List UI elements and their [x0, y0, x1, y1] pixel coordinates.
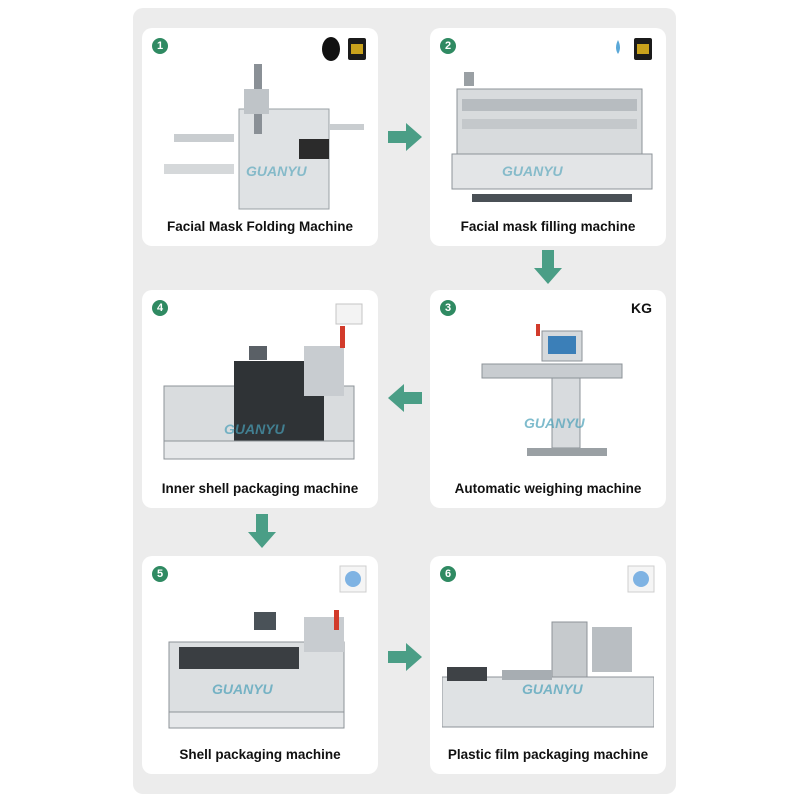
shell-packaging-machine-image: GUANYU	[168, 610, 345, 729]
brand-logo: GUANYU	[502, 163, 564, 179]
step-label: Automatic weighing machine	[454, 481, 642, 496]
step-card-6: 6 GUANYU Plastic film packaging machine	[430, 556, 666, 774]
shell-product-icon	[339, 565, 367, 593]
brand-logo: GUANYU	[524, 415, 586, 431]
mask-folding-machine-image: GUANYU	[164, 64, 364, 210]
brand-logo: GUANYU	[212, 681, 274, 697]
step-card-4: 4 GUANYU Inner shell packaging machine	[142, 290, 378, 508]
arrow-down-icon	[534, 250, 562, 284]
arrow-down-icon	[248, 514, 276, 548]
step-label: Plastic film packaging machine	[447, 747, 649, 762]
inner-shell-product-icon	[335, 303, 363, 325]
step-label: Inner shell packaging machine	[161, 481, 359, 496]
weighing-machine-image: GUANYU	[481, 324, 623, 456]
brand-logo: GUANYU	[522, 681, 584, 697]
step-number-badge: 5	[152, 566, 168, 582]
brand-logo: GUANYU	[246, 163, 308, 179]
step-number-badge: 2	[440, 38, 456, 54]
step-label: Shell packaging machine	[179, 747, 341, 762]
step-number-badge: 4	[152, 300, 168, 316]
step-number-badge: 6	[440, 566, 456, 582]
arrow-left-icon	[388, 384, 422, 412]
step-card-5: 5 GUANYU Shell packaging machine	[142, 556, 378, 774]
inner-shell-packaging-machine-image: GUANYU	[163, 326, 355, 460]
serum-product-icon	[616, 38, 652, 60]
step-card-2: 2 GUANYU Facial mask filling machine	[430, 28, 666, 246]
mask-filling-machine-image: GUANYU	[451, 72, 653, 202]
step-label: Facial mask filling machine	[460, 219, 636, 234]
mask-product-icon	[322, 37, 366, 61]
plastic-film-packaging-machine-image: GUANYU	[442, 621, 654, 728]
film-product-icon	[627, 565, 655, 593]
weight-unit-badge: KG	[631, 300, 652, 316]
step-number-badge: 1	[152, 38, 168, 54]
arrow-right-icon	[388, 123, 422, 151]
brand-logo: GUANYU	[224, 421, 286, 437]
step-number-badge: 3	[440, 300, 456, 316]
step-label: Facial Mask Folding Machine	[166, 219, 354, 234]
arrow-right-icon	[388, 643, 422, 671]
step-card-3: 3 KG GUANYU Automatic weighing machine	[430, 290, 666, 508]
step-card-1: 1 GUANYU Facial Mask Folding Machine	[142, 28, 378, 246]
